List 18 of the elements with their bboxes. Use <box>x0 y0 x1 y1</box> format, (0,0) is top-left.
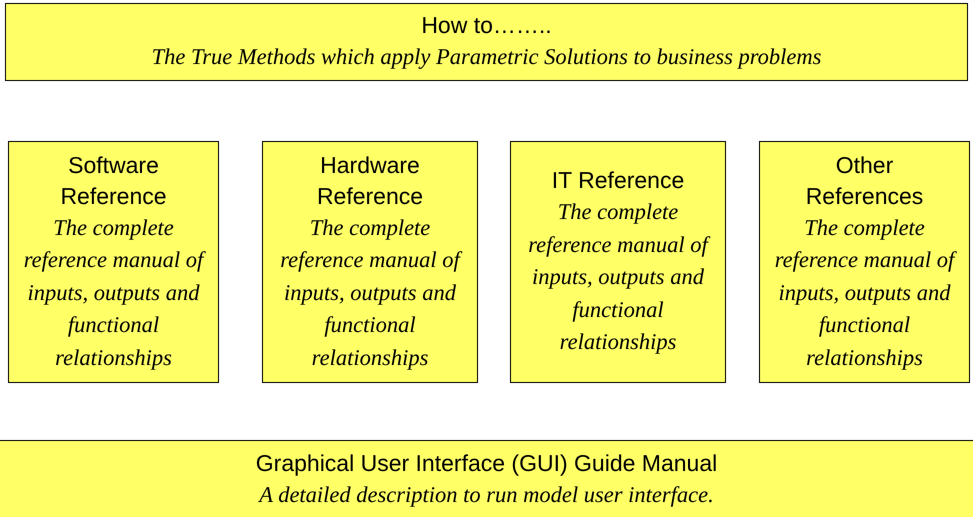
text-box <box>8 141 219 383</box>
box-description: A detailed description to run model user interface. <box>259 481 714 510</box>
box-heading: IT Reference <box>550 166 686 196</box>
text-box <box>262 141 478 383</box>
box-description: The complete reference manual of inputs, outputs and functional relationships <box>764 212 965 374</box>
box-heading: How to…….. <box>421 11 552 40</box>
box-heading: Hardware Reference <box>316 150 424 211</box>
text-box <box>759 141 970 383</box>
text-box <box>510 141 726 383</box>
text-box <box>0 440 973 517</box>
text-box <box>5 3 968 81</box>
box-description: The True Methods which apply Parametric Solutions to business problems <box>152 43 822 72</box>
box-heading: Graphical User Interface (GUI) Guide Manual <box>256 449 718 478</box>
box-heading: Software Reference <box>59 150 168 211</box>
box-description: The complete reference manual of inputs, outputs and functional relationships <box>515 196 721 359</box>
box-description: The complete reference manual of inputs, outputs and functional relationships <box>13 212 214 374</box>
box-heading: Other References <box>804 150 924 211</box>
box-description: The complete reference manual of inputs, outputs and functional relationships <box>267 212 473 374</box>
